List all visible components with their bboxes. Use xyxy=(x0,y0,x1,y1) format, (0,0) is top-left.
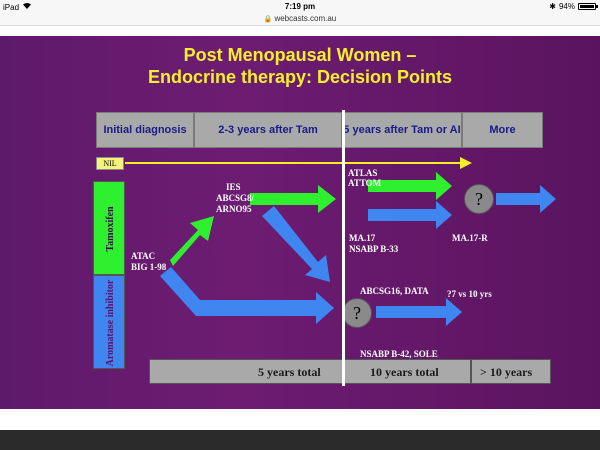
label-big: BIG 1-98 xyxy=(131,262,167,272)
url-text: webcasts.com.au xyxy=(274,14,337,23)
green-arrow-ies-atlas xyxy=(250,185,336,213)
blue-arrow-abcsg16 xyxy=(376,298,462,326)
label-nsabp-b42: NSABP B-42, SOLE xyxy=(360,349,438,359)
slide: Post Menopausal Women – Endocrine therap… xyxy=(0,36,600,409)
tamoxifen-box: Tamoxifen xyxy=(93,181,125,275)
device-name: iPad xyxy=(3,2,20,12)
nil-label: NIL xyxy=(96,157,124,170)
ten-years-total: 10 years total xyxy=(370,365,439,379)
more-than-ten-years: > 10 years xyxy=(480,365,533,379)
slide-title: Post Menopausal Women – Endocrine therap… xyxy=(0,44,600,88)
blue-arrow-ies-question xyxy=(262,206,330,282)
nil-arrow xyxy=(125,157,472,169)
battery-icon xyxy=(578,3,598,10)
url-bar[interactable]: 🔒webcasts.com.au xyxy=(0,14,600,26)
green-arrow-atac-ies xyxy=(170,216,214,266)
label-attom: ATTOM xyxy=(348,178,382,188)
header-more: More xyxy=(462,112,543,148)
question-circle-upper: ? xyxy=(464,184,494,214)
label-atac: ATAC xyxy=(131,251,156,261)
title-line-2: Endocrine therapy: Decision Points xyxy=(147,67,453,87)
arrows-layer xyxy=(125,157,556,326)
label-ies: IES xyxy=(226,182,241,192)
label-abcsg8: ABCSG8/ xyxy=(216,193,255,203)
status-time: 7:19 pm xyxy=(284,2,316,11)
header-5-years: 5 years after Tam or AI xyxy=(342,112,462,148)
aromatase-inhibitor-box: Aromatase inhibitor xyxy=(93,275,125,369)
bottom-toolbar xyxy=(0,430,600,450)
lock-icon: 🔒 xyxy=(263,16,273,23)
label-abcsg16: ABCSG16, DATA xyxy=(360,286,429,296)
label-vs: ?7 vs 10 yrs xyxy=(447,289,492,299)
blue-arrow-atac-question xyxy=(160,267,334,324)
label-atlas: ATLAS xyxy=(348,168,378,178)
label-arno95: ARNO95 xyxy=(216,204,252,214)
header-initial-diagnosis: Initial diagnosis xyxy=(96,112,194,148)
timeline-divider xyxy=(342,110,345,386)
title-line-1: Post Menopausal Women – xyxy=(183,45,417,65)
five-years-total: 5 years total xyxy=(258,365,321,379)
header-2-3-years: 2-3 years after Tam xyxy=(194,112,342,148)
status-bar: iPad 7:19 pm ✱ 94% xyxy=(0,0,600,14)
battery-percent: 94% xyxy=(558,2,575,11)
green-arrow-atlas xyxy=(368,172,452,200)
more-than-ten-years-box: > 10 years xyxy=(471,359,551,384)
question-circle-lower: ? xyxy=(342,298,372,328)
blue-arrow-ma17 xyxy=(368,201,452,229)
label-ma17: MA.17 xyxy=(349,233,376,243)
label-ma17r: MA.17-R xyxy=(452,233,488,243)
wifi-icon xyxy=(22,2,32,12)
label-nsabp-b33: NSABP B-33 xyxy=(349,244,399,254)
blue-arrow-ma17r xyxy=(496,185,556,213)
bluetooth-icon: ✱ xyxy=(549,2,556,11)
bottom-total-bar: 5 years total 10 years total xyxy=(149,359,471,384)
